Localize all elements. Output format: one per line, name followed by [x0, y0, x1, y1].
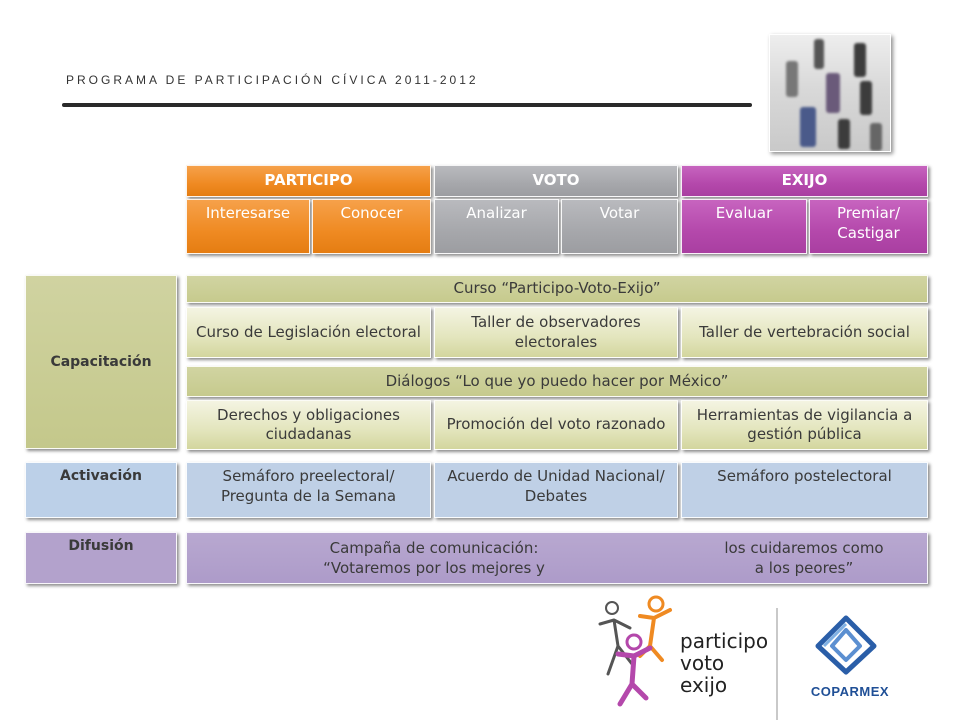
- coparmex-emblem: [814, 614, 878, 676]
- row-label-activacion: Activación: [25, 462, 177, 518]
- logo-divider: [776, 608, 778, 720]
- activation-item: Semáforo preelectoral/ Pregunta de la Se…: [186, 462, 431, 518]
- dialog-item: Promoción del voto razonado: [434, 400, 678, 450]
- activation-item: Acuerdo de Unidad Nacional/ Debates: [434, 462, 678, 518]
- column-header-participo: PARTICIPO: [186, 165, 431, 197]
- dialog-item: Herramientas de vigilancia a gestión púb…: [681, 400, 928, 450]
- campaign-text-right: los cuidaremos como a los peores”: [724, 538, 884, 577]
- column-header-exijo: EXIJO: [681, 165, 928, 197]
- stage-evaluar: Evaluar: [681, 199, 807, 254]
- column-header-voto: VOTO: [434, 165, 678, 197]
- course-item: Taller de observadores electorales: [434, 307, 678, 358]
- row-label-capacitacion: Capacitación: [25, 275, 177, 449]
- page-title: PROGRAMA DE PARTICIPACIÓN CÍVICA 2011-20…: [66, 73, 479, 87]
- dialog-banner: Diálogos “Lo que yo puedo hacer por Méxi…: [186, 366, 928, 397]
- logo-word: participo: [680, 629, 769, 653]
- title-underline: [62, 103, 752, 107]
- stage-votar: Votar: [561, 199, 678, 254]
- dialog-item: Derechos y obligaciones ciudadanas: [186, 400, 431, 450]
- course-item: Taller de vertebración social: [681, 307, 928, 358]
- participo-logo-text: participo voto exijo: [680, 630, 770, 696]
- stage-premiar-castigar: Premiar/ Castigar: [809, 199, 928, 254]
- logo-word: exijo: [680, 673, 728, 697]
- campaign-banner: Campaña de comunicación: “Votaremos por …: [186, 532, 928, 584]
- campaign-text-left: Campaña de comunicación: “Votaremos por …: [323, 538, 545, 577]
- row-label-difusion: Difusión: [25, 532, 177, 584]
- participo-logo-figures: [590, 594, 680, 712]
- stage-conocer: Conocer: [312, 199, 431, 254]
- stage-analizar: Analizar: [434, 199, 559, 254]
- course-banner: Curso “Participo-Voto-Exijo”: [186, 275, 928, 303]
- coparmex-wordmark: COPARMEX: [810, 684, 890, 699]
- activation-item: Semáforo postelectoral: [681, 462, 928, 518]
- logo-word: voto: [680, 651, 725, 675]
- people-photo: [769, 34, 891, 152]
- course-item: Curso de Legislación electoral: [186, 307, 431, 358]
- stage-interesarse: Interesarse: [186, 199, 310, 254]
